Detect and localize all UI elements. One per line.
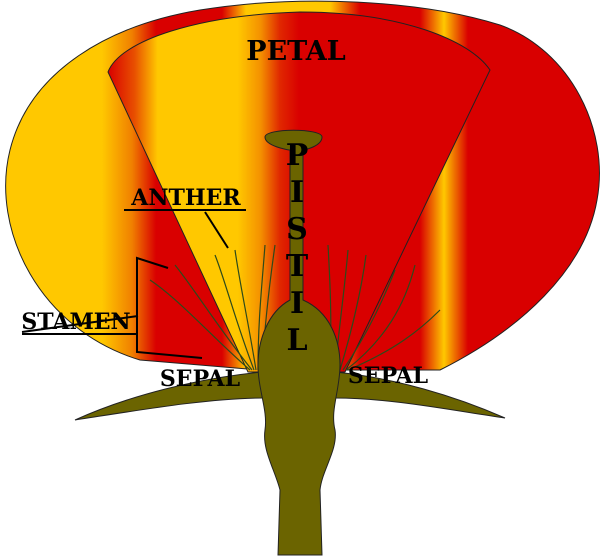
sepal-right <box>334 371 506 419</box>
petal-label: PETAL <box>246 36 345 67</box>
pistil-letter: S <box>286 212 308 247</box>
pistil-letter: T <box>286 249 309 284</box>
pistil-letter: I <box>290 175 304 210</box>
anther-pointer-line <box>204 211 229 249</box>
pistil-letter: P <box>286 138 309 173</box>
stamen-bracket <box>136 256 203 359</box>
pistil-letter: L <box>286 323 307 358</box>
stamen-filaments <box>149 244 441 371</box>
pistil-letter: I <box>290 286 304 321</box>
sepal-left <box>74 371 263 421</box>
sepal-right-label: SEPAL <box>348 363 428 389</box>
anther-label: ANTHER <box>130 185 241 211</box>
pistil-shape <box>257 129 341 556</box>
stamen-pointer-line <box>21 315 139 333</box>
sepal-left-label: SEPAL <box>160 366 240 392</box>
stamen-label: STAMEN <box>21 309 130 335</box>
